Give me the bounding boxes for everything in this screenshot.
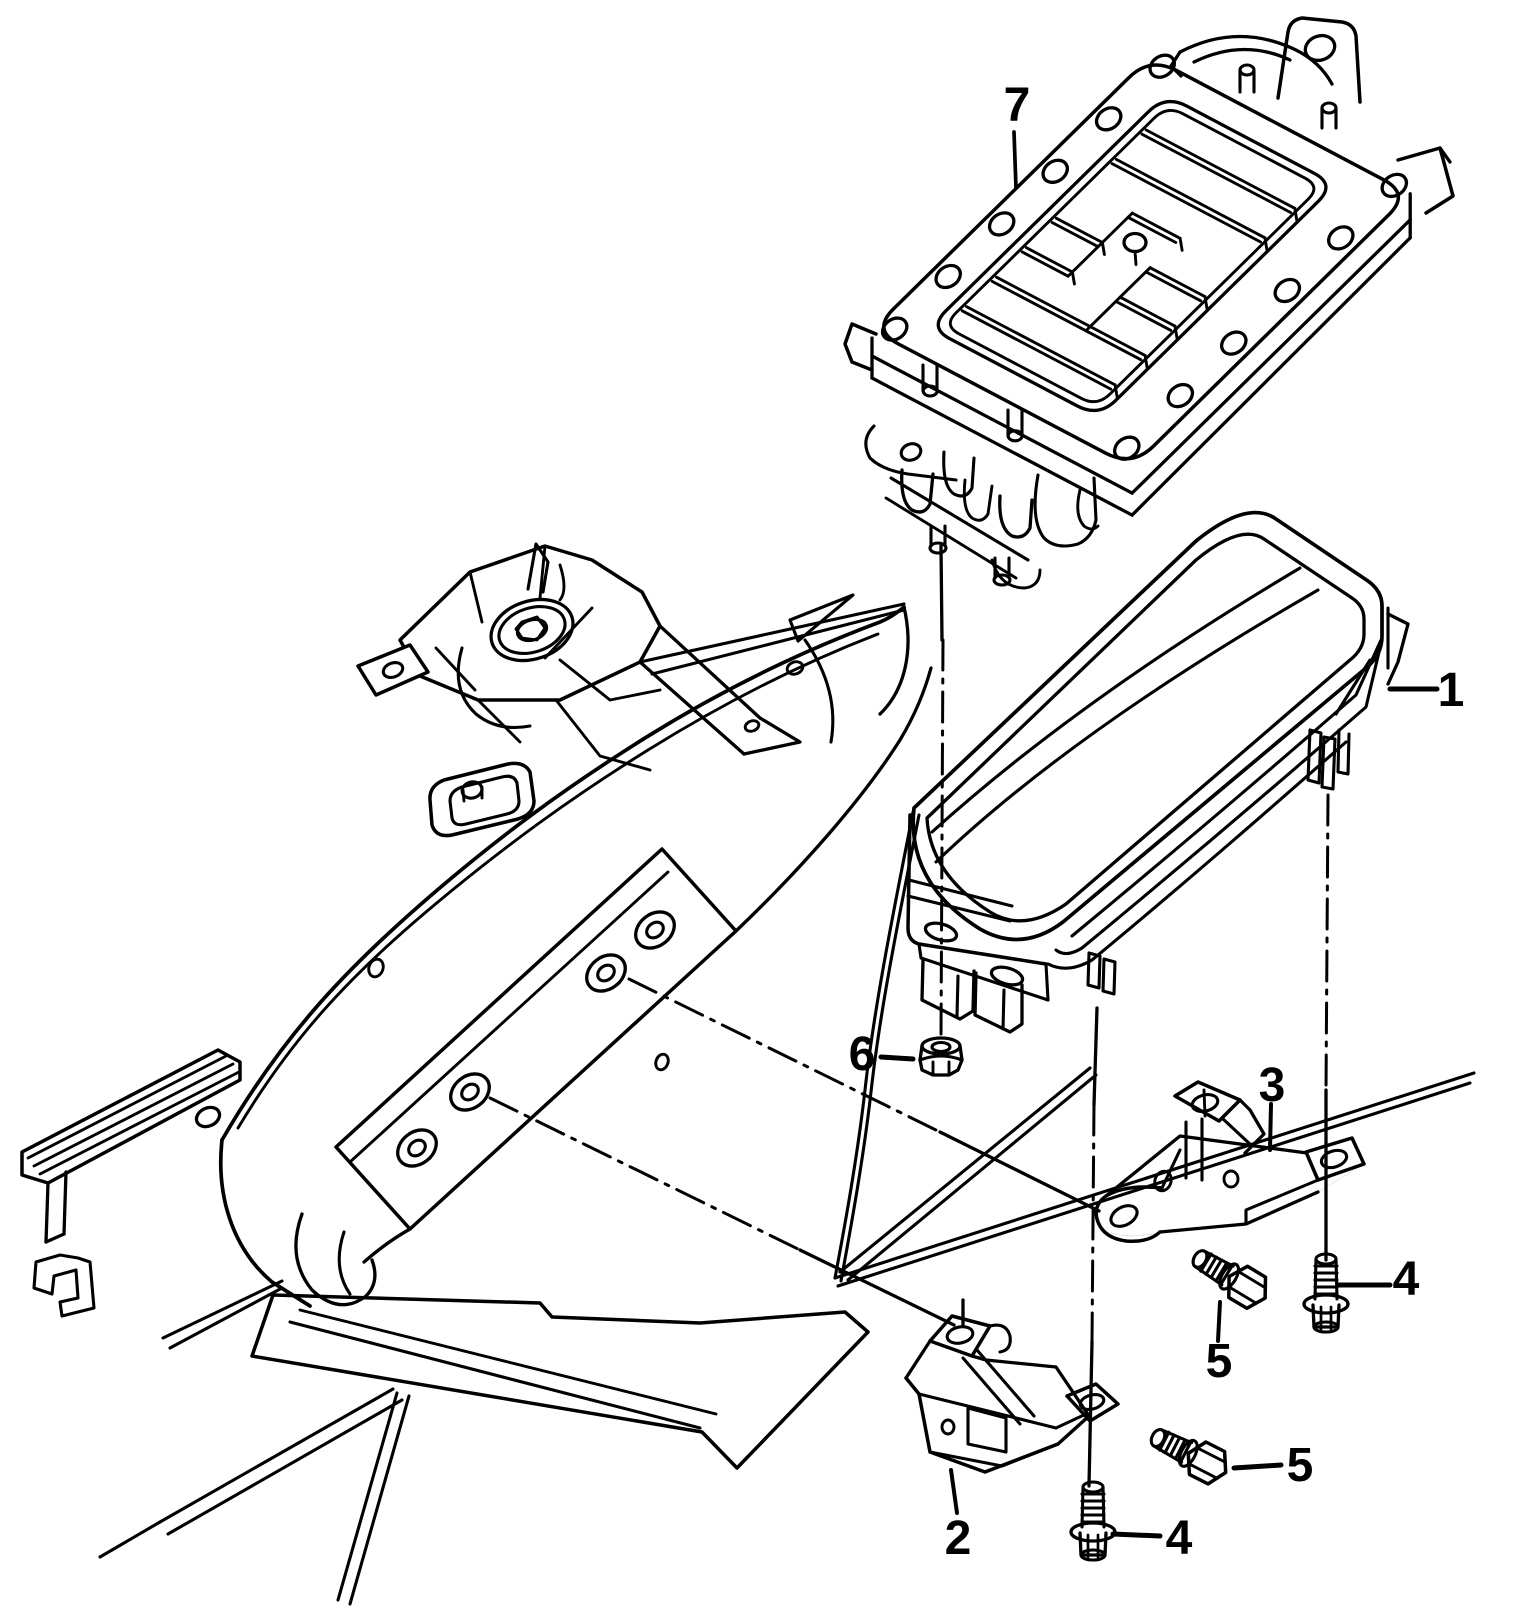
svg-text:4: 4 <box>1393 1253 1420 1306</box>
svg-text:1: 1 <box>1438 664 1465 717</box>
svg-text:6: 6 <box>849 1028 876 1081</box>
svg-text:2: 2 <box>945 1512 972 1565</box>
svg-text:7: 7 <box>1004 79 1031 132</box>
svg-text:5: 5 <box>1206 1335 1233 1388</box>
svg-text:3: 3 <box>1259 1059 1286 1112</box>
svg-text:5: 5 <box>1287 1439 1314 1492</box>
svg-text:4: 4 <box>1166 1512 1193 1565</box>
